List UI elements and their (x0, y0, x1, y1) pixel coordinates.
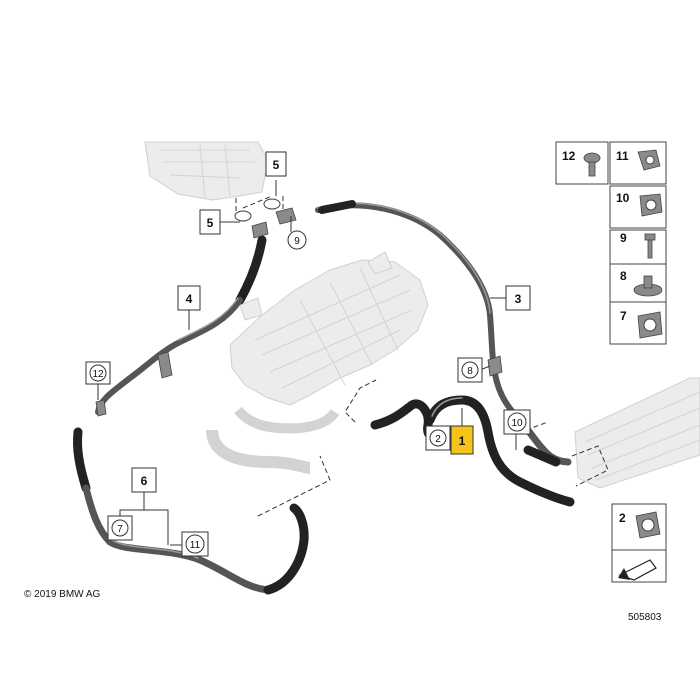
legend-7[interactable]: 7 (620, 309, 663, 339)
svg-text:12: 12 (92, 369, 104, 380)
svg-text:2: 2 (619, 511, 626, 525)
svg-text:6: 6 (141, 474, 148, 488)
drawing-number: 505803 (628, 612, 662, 623)
callout-3[interactable]: 3 (505, 285, 531, 311)
legend-12[interactable]: 12 (562, 149, 601, 177)
svg-text:7: 7 (620, 309, 627, 323)
legend-11[interactable]: 11 (616, 149, 661, 171)
intake-manifold-ghost (229, 251, 429, 406)
dashed-lines (235, 195, 609, 517)
callout-5-left[interactable]: 5 (199, 209, 221, 235)
parts-legend: 12 11 10 9 8 7 (555, 141, 667, 345)
svg-text:10: 10 (616, 191, 630, 205)
direction-arrow-icon (618, 559, 657, 581)
svg-text:4: 4 (186, 292, 193, 306)
callout-10[interactable]: 10 (503, 409, 531, 435)
svg-text:7: 7 (117, 524, 123, 535)
callout-2[interactable]: 2 (425, 425, 451, 451)
svg-text:2: 2 (435, 434, 441, 445)
lower-hose-ghost (206, 406, 340, 474)
engine-block-ghost (144, 141, 269, 201)
svg-text:8: 8 (620, 269, 627, 283)
legend-10[interactable]: 10 (616, 191, 663, 217)
svg-text:1: 1 (459, 434, 466, 448)
hose-6 (73, 427, 309, 595)
svg-text:5: 5 (207, 216, 214, 230)
svg-text:9: 9 (620, 231, 627, 245)
legend-2-box: 2 (611, 503, 667, 583)
callout-4[interactable]: 4 (177, 285, 201, 311)
svg-text:11: 11 (616, 149, 629, 163)
legend-9[interactable]: 9 (620, 231, 656, 259)
callout-6[interactable]: 6 (131, 467, 157, 493)
copyright-text: © 2019 BMW AG (24, 589, 101, 600)
svg-text:5: 5 (273, 158, 280, 172)
svg-text:9: 9 (294, 236, 300, 247)
hose-4 (95, 235, 267, 415)
svg-text:12: 12 (562, 149, 576, 163)
heat-exchanger-ghost (574, 377, 700, 489)
callout-12[interactable]: 12 (85, 361, 111, 385)
svg-text:3: 3 (515, 292, 522, 306)
callout-5-top[interactable]: 5 (265, 151, 287, 177)
callout-7[interactable]: 7 (107, 515, 133, 541)
svg-text:8: 8 (467, 366, 473, 377)
callout-9[interactable]: 9 (287, 230, 307, 250)
legend-2[interactable]: 2 (619, 511, 661, 539)
svg-text:11: 11 (190, 540, 201, 551)
callout-1-highlighted[interactable]: 1 (450, 425, 474, 455)
callout-11[interactable]: 11 (181, 531, 209, 557)
legend-8[interactable]: 8 (620, 269, 663, 297)
svg-text:10: 10 (511, 418, 523, 429)
callout-8[interactable]: 8 (457, 357, 483, 383)
